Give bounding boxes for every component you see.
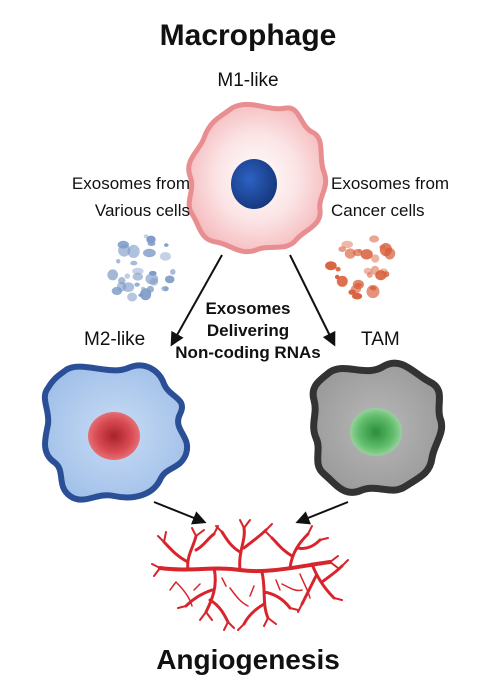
page-title: Macrophage [159, 19, 337, 52]
exosome-vesicle [383, 271, 390, 278]
exosome-vesicle [371, 254, 380, 263]
exosome-vesicle [130, 260, 138, 266]
m1-macrophage [186, 101, 329, 255]
tam-label: TAM [361, 329, 400, 350]
exosome-delivery-line2: Delivering [206, 321, 290, 340]
tam-nucleus [350, 408, 402, 456]
exosome-vesicle [344, 248, 356, 259]
exosome-vesicle [140, 288, 152, 301]
exosome-vesicle [118, 277, 126, 285]
exosome-vesicle [170, 269, 176, 275]
exosome-vesicle [360, 249, 373, 260]
exosome-vesicle [325, 261, 337, 271]
exosome-source-right-line2: Cancer cells [331, 201, 425, 220]
exosome-vesicle [164, 275, 175, 284]
exosome-vesicle [338, 246, 347, 253]
arrow-m1-to-tam [289, 254, 336, 347]
exosomes-cancer-cells [325, 235, 396, 300]
exosome-delivery-line1: Exosomes [205, 299, 291, 318]
exosome-vesicle [127, 292, 138, 302]
exosome-delivery-line3: Non-coding RNAs [175, 343, 321, 362]
exosome-vesicle [111, 286, 123, 296]
exosome-vesicle [366, 272, 373, 278]
exosome-vesicle [379, 244, 386, 250]
angiogenesis-label: Angiogenesis [156, 644, 340, 675]
exosome-vesicle [134, 282, 140, 287]
exosome-vesicle [335, 266, 341, 272]
m2-like-label: M2-like [84, 329, 146, 350]
exosome-vesicle [132, 272, 144, 281]
exosome-vesicle [164, 243, 169, 247]
exosome-vesicle [143, 248, 156, 258]
tam-macrophage [309, 359, 446, 496]
arrow-m2-to-vessels [153, 501, 207, 525]
exosome-vesicle [132, 267, 144, 275]
exosome-vesicle [107, 269, 118, 281]
exosome-source-left-line1: Exosomes from [71, 174, 190, 193]
exosome-vesicle [341, 240, 354, 249]
blood-vessel-network [151, 519, 349, 631]
exosome-vesicle [352, 279, 364, 290]
exosome-delivery-label: Exosomes Delivering Non-coding RNAs [148, 298, 348, 364]
exosome-vesicle [143, 234, 149, 239]
exosome-vesicle [118, 244, 131, 257]
exosome-vesicle [145, 273, 159, 285]
exosomes-various-cells [107, 234, 176, 302]
exosome-vesicle [159, 252, 171, 261]
m1-nucleus [231, 159, 277, 209]
exosome-vesicle [124, 273, 131, 279]
exosome-vesicle [336, 275, 348, 287]
exosome-vesicle [369, 235, 380, 243]
exosome-vesicle [357, 248, 362, 253]
arrow-tam-to-vessels [295, 501, 349, 525]
m1-like-label: M1-like [217, 70, 279, 91]
exosome-vesicle [116, 259, 121, 264]
exosome-vesicle [122, 282, 135, 292]
exosome-vesicle [138, 293, 144, 297]
exosome-source-right: Exosomes from Cancer cells [331, 170, 491, 224]
exosome-vesicle [370, 265, 380, 275]
exosome-vesicle [164, 286, 169, 292]
exosome-source-left: Exosomes from Various cells [0, 170, 190, 224]
exosome-vesicle [363, 267, 372, 275]
exosome-vesicle [147, 241, 156, 247]
exosome-source-left-line2: Various cells [94, 201, 190, 220]
exosome-vesicle [127, 244, 140, 258]
arrow-m1-to-m2 [170, 254, 223, 347]
exosome-vesicle [140, 286, 146, 290]
m2-nucleus [88, 412, 140, 460]
exosome-source-right-line1: Exosomes from [331, 174, 450, 193]
exosome-vesicle [352, 292, 363, 300]
m2-macrophage [41, 362, 191, 503]
exosome-vesicle [370, 286, 377, 291]
